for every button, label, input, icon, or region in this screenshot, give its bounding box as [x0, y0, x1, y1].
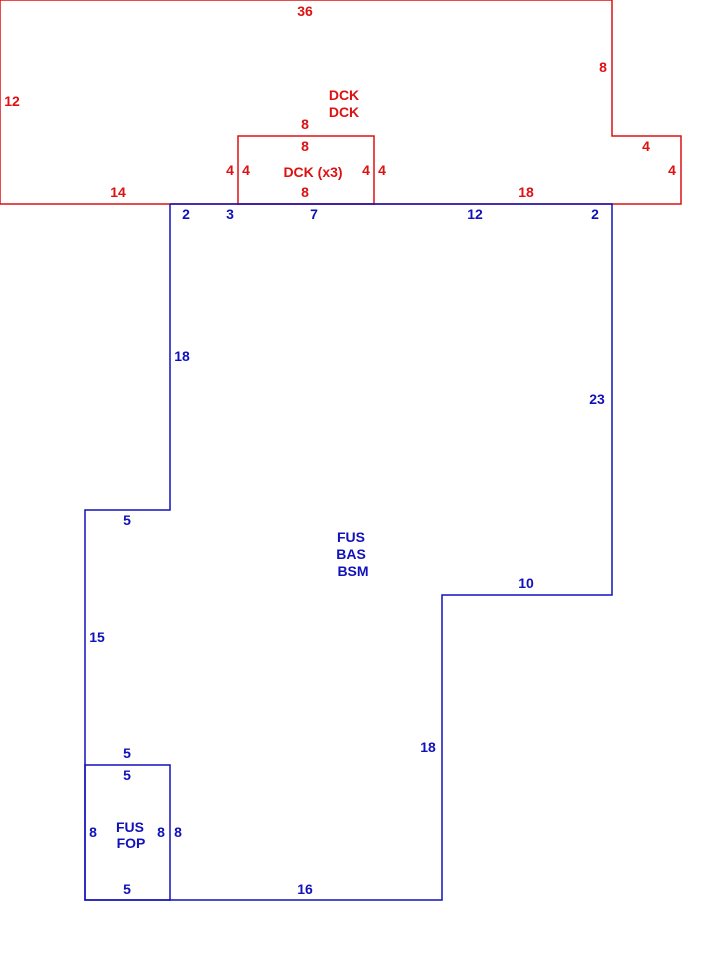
- deck-polygon: [0, 0, 682, 205]
- house-dim-notch-right: 10: [518, 575, 534, 591]
- house-dim-left-lower: 15: [89, 629, 105, 645]
- house-dim-top-a: 2: [182, 206, 190, 222]
- house-dim-top-d: 12: [467, 206, 483, 222]
- house-dim-top-b: 3: [226, 206, 234, 222]
- deck-dim-top: 36: [297, 3, 313, 19]
- porch-dim-bottom: 5: [123, 881, 131, 897]
- deck-dim-bottom-left: 14: [110, 184, 126, 200]
- deck-dim-sub-top-inner: 8: [301, 138, 309, 154]
- house-dim-left-upper: 18: [174, 348, 190, 364]
- house-dim-top-e: 2: [591, 206, 599, 222]
- house-outline: [84, 203, 613, 901]
- porch-rect: [84, 764, 171, 901]
- deck-sub-area-label: DCK (x3): [283, 164, 342, 180]
- porch-area-line-1: FUS: [116, 819, 144, 835]
- porch-dim-right-outer: 8: [174, 824, 182, 840]
- deck-dim-step-right: 4: [668, 162, 676, 178]
- deck-dim-sub-bottom: 8: [301, 184, 309, 200]
- house-polygon: [84, 203, 613, 901]
- porch-dim-top-outer: 5: [123, 745, 131, 761]
- house-area-line-1: FUS: [337, 529, 365, 545]
- porch-dim-right-inner: 8: [157, 824, 165, 840]
- deck-dim-right: 8: [599, 59, 607, 75]
- porch-dim-top-inner: 5: [123, 767, 131, 783]
- deck-dim-bottom-right: 18: [518, 184, 534, 200]
- deck-dim-sub-right-outer: 4: [378, 162, 386, 178]
- house-area-line-3: BSM: [337, 563, 368, 579]
- deck-dim-sub-top-outer: 8: [301, 116, 309, 132]
- deck-dim-sub-left-outer: 4: [226, 162, 234, 178]
- deck-dim-left: 12: [4, 93, 20, 109]
- house-dim-notch-left: 5: [123, 512, 131, 528]
- house-dim-right-upper: 23: [589, 391, 605, 407]
- deck-area-line-2: DCK: [329, 104, 359, 120]
- house-dim-right-lower: 18: [420, 739, 436, 755]
- house-dim-top-c: 7: [310, 206, 318, 222]
- porch-area-line-2: FOP: [117, 835, 146, 851]
- deck-dim-sub-right-inner: 4: [362, 162, 370, 178]
- porch-dim-left: 8: [89, 824, 97, 840]
- deck-dim-step-top: 4: [642, 138, 650, 154]
- house-dim-bottom: 16: [297, 881, 313, 897]
- house-area-line-2: BAS: [336, 546, 366, 562]
- deck-area-line-1: DCK: [329, 87, 359, 103]
- deck-dim-sub-left-inner: 4: [242, 162, 250, 178]
